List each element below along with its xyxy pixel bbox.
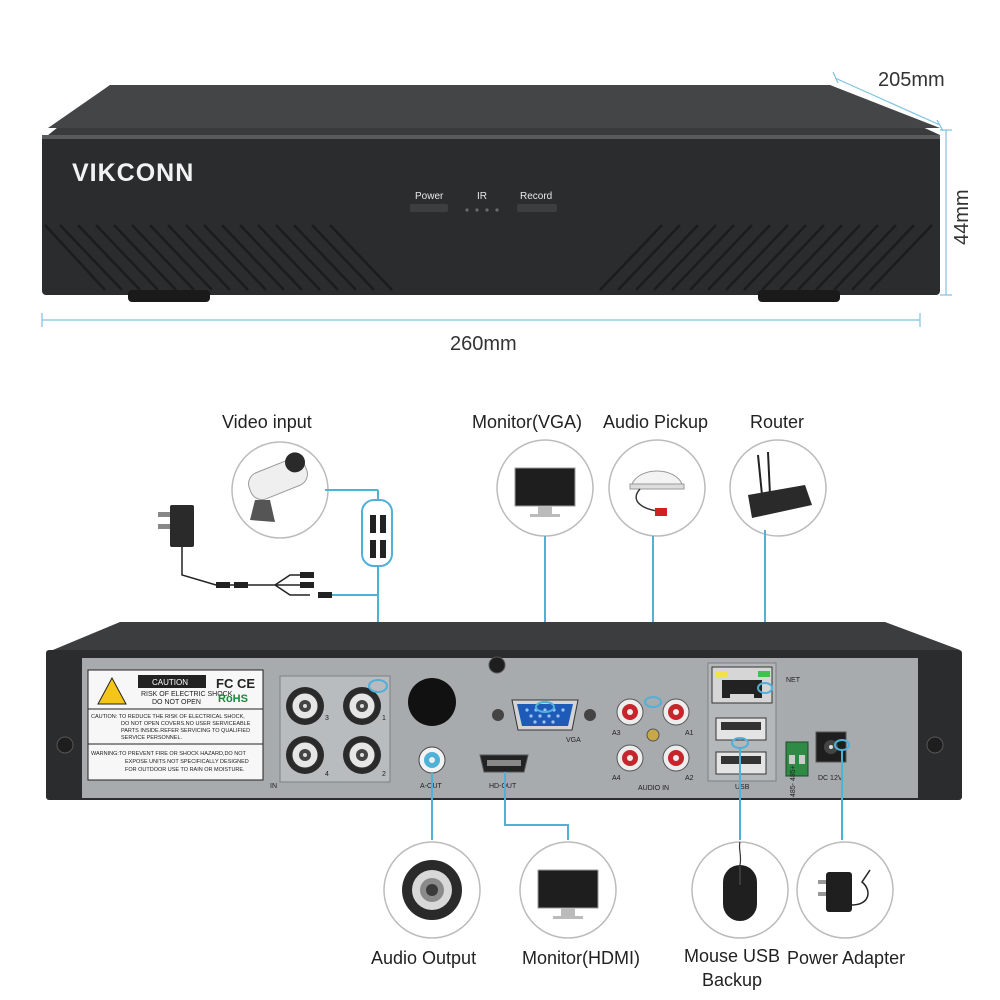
caution-text-2: DO NOT OPEN COVERS.NO USER SERVICEABLE <box>121 721 251 727</box>
depth-label: 205mm <box>878 69 945 91</box>
rs485-label: 485- 485+ <box>790 765 797 797</box>
vga-port[interactable] <box>492 699 596 731</box>
audio-in-a3[interactable] <box>616 698 644 726</box>
caution-text-3: PARTS INSIDE.REFER SERVICING TO QUALIFIE… <box>121 728 250 734</box>
hdmi-port[interactable] <box>479 754 529 773</box>
record-label: Record <box>520 191 552 202</box>
bnc-2-label: 2 <box>382 771 386 778</box>
camera-power-adapter <box>158 505 332 598</box>
power-adapter-label: Power Adapter <box>787 948 905 968</box>
bnc-input-group: 3 1 4 2 IN <box>270 675 391 790</box>
front-foot-left <box>128 290 210 302</box>
status-leds <box>465 208 499 212</box>
front-foot-right <box>758 290 840 302</box>
audio-a3-label: A3 <box>612 730 621 737</box>
dvr-rear-top <box>48 622 960 652</box>
front-vent-left <box>44 224 393 291</box>
speaker-circle <box>383 841 481 939</box>
usb-port-1[interactable] <box>715 717 767 741</box>
bnc-1-label: 1 <box>382 715 386 722</box>
router-label: Router <box>750 412 804 432</box>
ir-label: IR <box>477 191 487 202</box>
dvr-front-face <box>42 135 940 295</box>
microphone-icon <box>631 470 683 485</box>
usb-label: USB <box>735 784 750 791</box>
dvr-front-view: VIKCONN Power IR Record <box>42 85 940 302</box>
caution-title: CAUTION <box>152 678 188 687</box>
audio-in-label: AUDIO IN <box>638 785 669 792</box>
caution-text-1: CAUTION: TO REDUCE THE RISK OF ELECTRICA… <box>91 714 245 720</box>
screw-right <box>926 736 944 754</box>
power-adapter-circle <box>796 841 894 939</box>
bnc-port-3[interactable] <box>286 687 324 725</box>
height-label: 44mm <box>951 189 973 245</box>
mouse-usb-label: Mouse USB <box>684 946 780 966</box>
dc-label: DC 12V <box>818 775 843 782</box>
warning-icon <box>97 676 127 705</box>
monitor-icon <box>514 467 576 507</box>
audio-in-a2[interactable] <box>662 744 690 772</box>
router-circle <box>729 439 827 537</box>
warning-text-1: WARNING:TO PREVENT FIRE OR SHOCK HAZARD,… <box>91 751 246 757</box>
bnc-port-2[interactable] <box>343 736 381 774</box>
caution-text-4: SERVICE PERSONNEL. <box>121 735 183 741</box>
screw-left <box>56 736 74 754</box>
monitor-hdmi-label: Monitor(HDMI) <box>522 948 640 968</box>
mouse-icon <box>723 865 757 921</box>
audio-a4-label: A4 <box>612 775 621 782</box>
audio-a2-label: A2 <box>685 775 694 782</box>
screw-top <box>488 656 506 674</box>
record-button[interactable] <box>517 204 557 212</box>
caution-sub1: RISK OF ELECTRIC SHOCK <box>141 691 233 698</box>
mouse-circle <box>691 841 789 939</box>
hdout-label: HD-OUT <box>489 783 517 790</box>
warning-text-2: EXPOSE UNITS NOT SPECIFICALLY DESIGNED <box>125 759 249 765</box>
audio-a1-label: A1 <box>685 730 694 737</box>
bnc-3-label: 3 <box>325 715 329 722</box>
warning-text-3: FOR OUTDOOR USE TO RAIN OR MOISTURE. <box>125 767 245 773</box>
power-label: Power <box>415 191 444 202</box>
vga-label: VGA <box>566 737 581 744</box>
hdmi-monitor-circle <box>519 841 617 939</box>
caution-label: CAUTION RISK OF ELECTRIC SHOCK DO NOT OP… <box>87 669 264 781</box>
width-label: 260mm <box>450 333 517 355</box>
monitor-vga-label: Monitor(VGA) <box>472 412 582 432</box>
backup-label: Backup <box>702 970 762 990</box>
bnc-port-4[interactable] <box>286 736 324 774</box>
power-button[interactable] <box>410 204 448 212</box>
vga-monitor-circle <box>496 439 594 537</box>
brand-logo: VIKCONN <box>72 159 194 187</box>
audio-out-port[interactable] <box>418 746 446 774</box>
fcc-ce-mark: FC CE <box>216 676 255 691</box>
bnc-4-label: 4 <box>325 771 329 778</box>
audio-output-label: Audio Output <box>371 948 476 968</box>
caution-sub2: DO NOT OPEN <box>152 699 201 706</box>
ground-screw <box>646 728 660 742</box>
router-icon <box>748 485 812 518</box>
power-adapter-icon <box>826 872 852 912</box>
net-label: NET <box>786 677 801 684</box>
video-input-label: Video input <box>222 412 312 432</box>
audio-in-a4[interactable] <box>616 744 644 772</box>
front-vent-right <box>599 224 933 291</box>
in-label: IN <box>270 783 277 790</box>
dimension-height: 44mm <box>940 129 973 296</box>
bnc-port-1[interactable] <box>343 687 381 725</box>
blank-knockout <box>408 678 456 726</box>
audio-pickup-label: Audio Pickup <box>603 412 708 432</box>
ethernet-port[interactable] <box>711 666 773 704</box>
monitor-hdmi-icon <box>537 869 599 909</box>
rs485-terminal[interactable] <box>785 741 809 777</box>
audio-in-a1[interactable] <box>662 698 690 726</box>
dimension-depth: 205mm <box>832 69 945 132</box>
rohs-mark: RoHS <box>218 693 248 705</box>
dimension-width: 260mm <box>41 313 921 355</box>
camera-circle <box>231 441 329 539</box>
hdmi-cable <box>504 772 569 840</box>
audio-pickup-circle <box>608 439 706 537</box>
